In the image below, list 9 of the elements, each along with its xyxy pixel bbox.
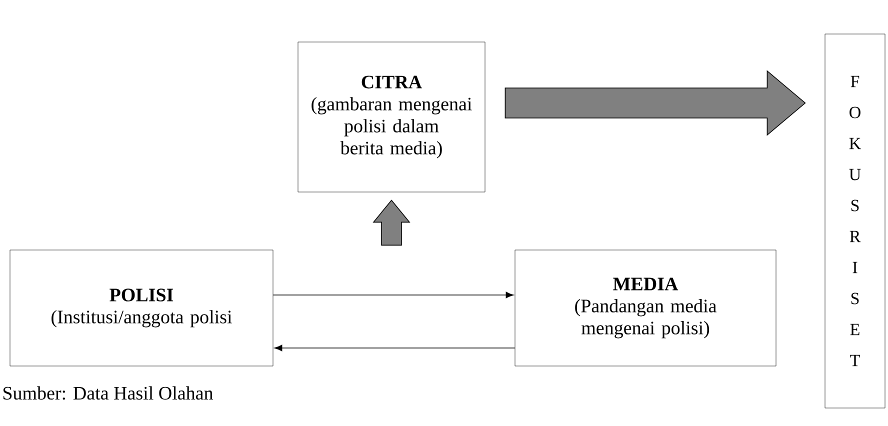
block-arrow — [504, 70, 806, 136]
research-focus-box: F O K U S R I S E T — [824, 34, 886, 408]
caption: Sumber: Data Hasil Olahan — [3, 386, 213, 400]
media-box: MEDIA (Pandangan media mengenai polisi) — [514, 250, 776, 366]
block-arrow — [372, 200, 410, 246]
image-box: CITRA (gambaran mengenai polisi dalam berita media) — [298, 42, 486, 192]
arrow — [274, 344, 516, 352]
police-box: POLISI (Institusi/anggota polisi — [10, 250, 274, 366]
arrow — [272, 292, 514, 298]
